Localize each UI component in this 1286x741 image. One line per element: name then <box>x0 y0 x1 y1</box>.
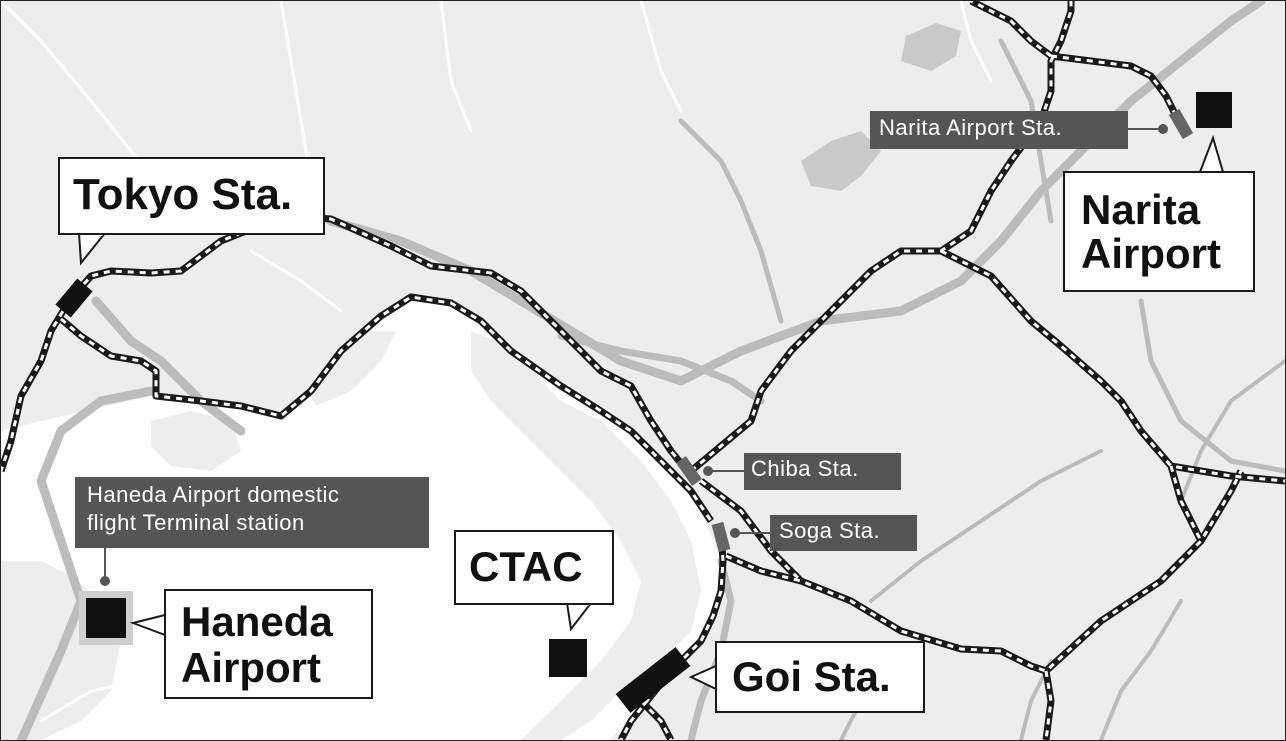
haneda-airport-label-line2: Airport <box>181 644 321 691</box>
goi-station-callout: Goi Sta. <box>715 641 925 713</box>
haneda-airport-callout: Haneda Airport <box>164 589 373 699</box>
chiba-station-marker[interactable] <box>676 456 702 486</box>
goi-station-label: Goi Sta. <box>732 653 891 700</box>
soga-station-label: Soga Sta. <box>770 515 917 551</box>
haneda-terminal-text-line1: Haneda Airport domestic <box>87 482 340 507</box>
callout-tails <box>78 134 1224 690</box>
narita-airport-station-marker[interactable] <box>1168 108 1194 140</box>
lake <box>901 23 961 71</box>
ctac-label: CTAC <box>469 543 583 590</box>
tokyo-station-marker[interactable] <box>55 278 93 318</box>
soga-station-marker[interactable] <box>711 521 731 553</box>
narita-airport-square-marker[interactable] <box>1196 92 1232 128</box>
label-leaders <box>100 124 1168 586</box>
reclaimed-land-strip <box>301 331 396 406</box>
narita-airport-label-line2: Airport <box>1081 230 1221 277</box>
soga-station-text: Soga Sta. <box>779 518 881 543</box>
reclaimed-land <box>471 331 701 740</box>
roads <box>16 1 1285 740</box>
chiba-station-text: Chiba Sta. <box>751 456 859 481</box>
tokyo-station-label: Tokyo Sta. <box>73 170 293 219</box>
narita-airport-callout: Narita Airport <box>1063 171 1255 292</box>
tokyo-station-callout: Tokyo Sta. <box>58 157 325 235</box>
haneda-airport-label-line1: Haneda <box>181 598 333 645</box>
ctac-square-marker[interactable] <box>549 639 587 677</box>
haneda-terminal-text-line2: flight Terminal station <box>87 509 305 535</box>
haneda-terminal-station-label: Haneda Airport domestic flight Terminal … <box>75 477 429 548</box>
narita-airport-station-text: Narita Airport Sta. <box>879 115 1063 140</box>
narita-airport-label-line1: Narita <box>1081 186 1201 233</box>
haneda-airport-square-marker[interactable] <box>86 598 126 638</box>
narita-airport-station-label: Narita Airport Sta. <box>870 111 1128 149</box>
chiba-station-label: Chiba Sta. <box>744 453 901 490</box>
lake-inba <box>801 131 881 191</box>
ctac-callout: CTAC <box>454 530 614 605</box>
reclaimed-land-tokyo <box>151 411 241 471</box>
goi-station-marker[interactable] <box>615 647 691 713</box>
